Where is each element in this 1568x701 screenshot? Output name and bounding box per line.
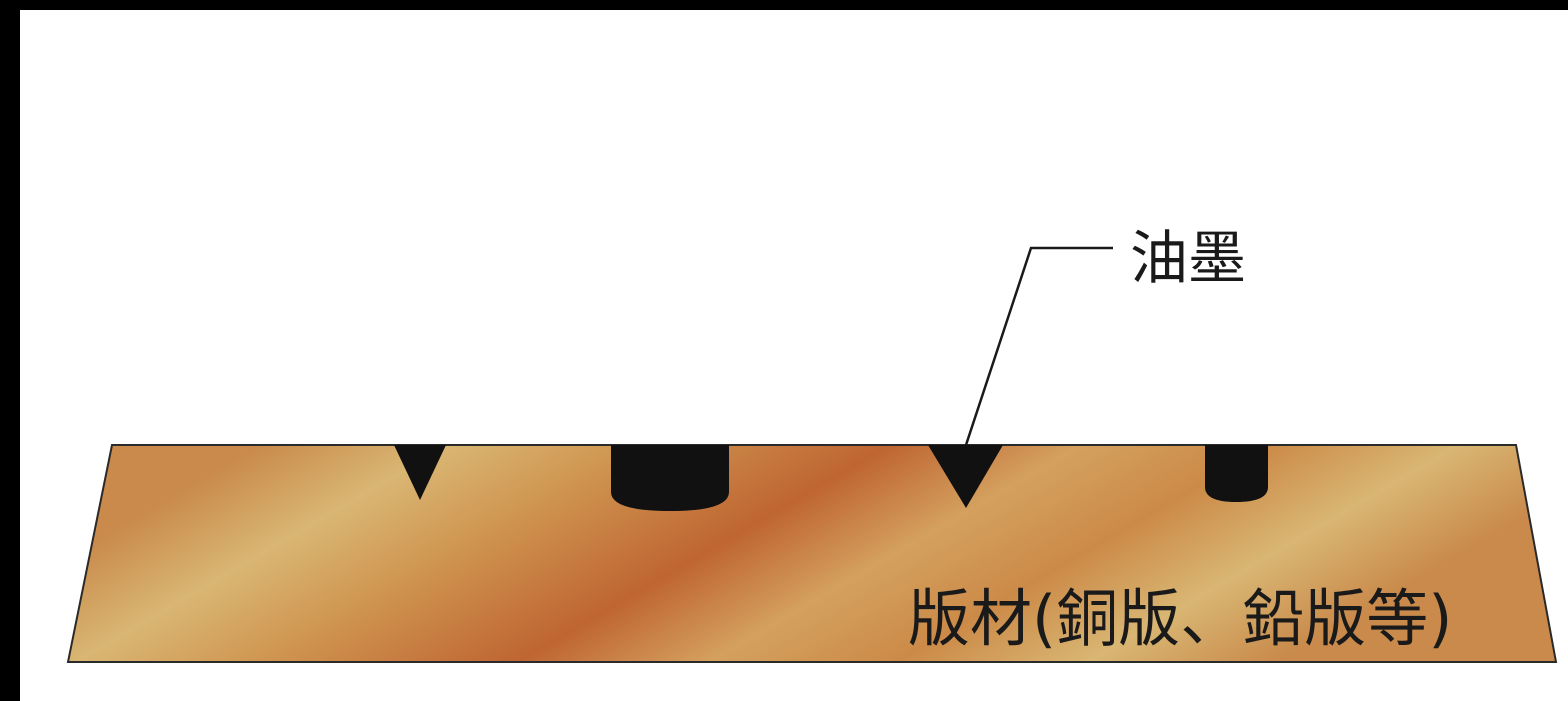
plate-label: 版材(銅版、鉛版等) (908, 582, 1452, 655)
ink-cell-round-1 (611, 445, 729, 511)
ink-cell-round-2 (1205, 445, 1268, 502)
ink-leader-line (964, 246, 1113, 446)
ink-cell-v-1 (394, 445, 446, 500)
diagram-canvas: 油墨 版材(銅版、鉛版等) (20, 10, 1568, 701)
intaglio-diagram: 油墨 版材(銅版、鉛版等) (66, 224, 1558, 663)
plate-body (66, 444, 1558, 663)
ink-label: 油墨 (1130, 224, 1246, 292)
ink-cell-v-2 (928, 445, 1003, 508)
